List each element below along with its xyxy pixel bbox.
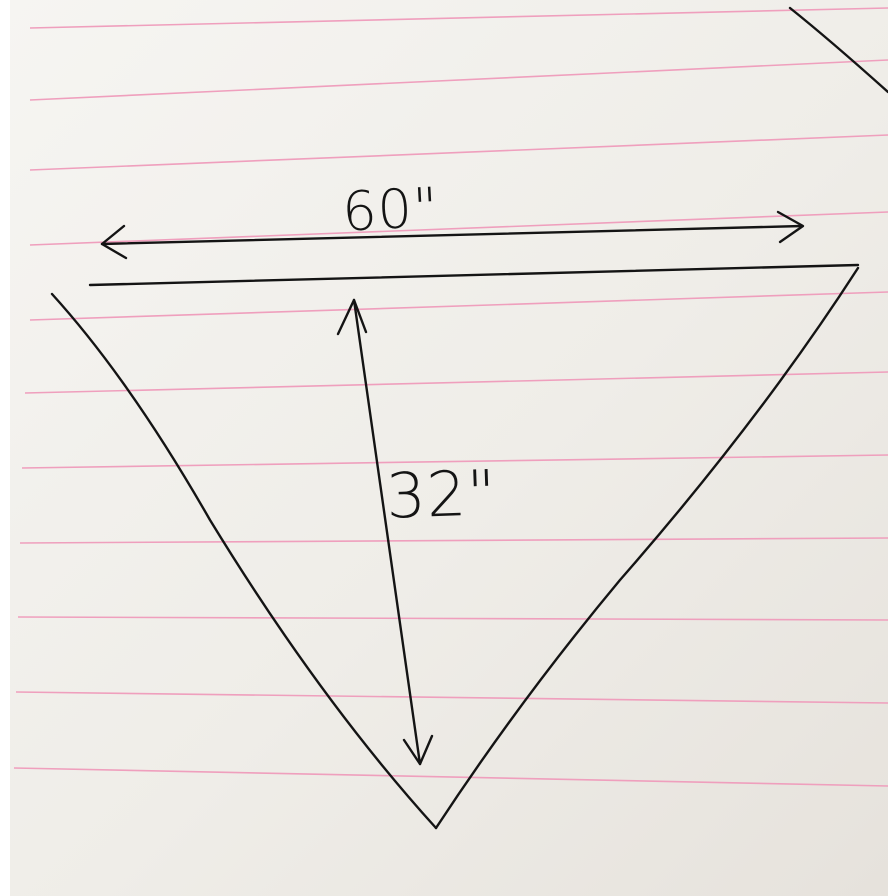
up-arrowhead-icon [336, 298, 368, 336]
rule-line [29, 134, 888, 171]
triangle-right-edge [434, 266, 860, 830]
rule-line [21, 454, 888, 469]
width-label: 60" [341, 176, 441, 244]
width-arrow [100, 210, 805, 260]
triangle-left-edge [50, 292, 438, 830]
rule-line [15, 691, 888, 704]
triangle-top-edge [88, 263, 860, 287]
right-arrowhead-icon [776, 210, 805, 244]
height-label: 32" [385, 456, 498, 533]
rule-line [29, 291, 888, 321]
width-arrow-shaft [100, 224, 804, 246]
ruled-lines [13, 7, 888, 787]
rule-line [19, 537, 888, 544]
rule-line [29, 211, 888, 246]
rule-line [24, 371, 888, 394]
rule-line [29, 7, 888, 29]
rule-line [17, 616, 888, 621]
down-arrowhead-icon [402, 734, 434, 766]
rule-line [29, 59, 888, 101]
stray-pen-line [788, 6, 888, 94]
rule-line [13, 767, 888, 787]
height-arrow [336, 298, 434, 766]
page-edge [0, 0, 10, 896]
height-arrow-shaft [352, 298, 422, 766]
left-arrowhead-icon [100, 224, 128, 260]
